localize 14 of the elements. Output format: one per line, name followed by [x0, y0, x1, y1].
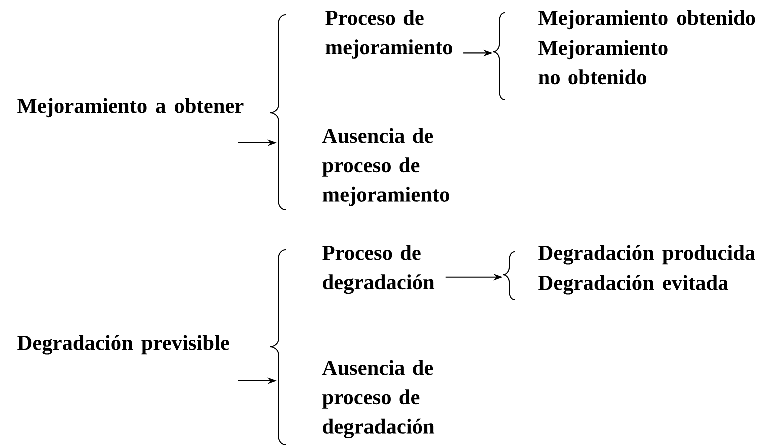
- text-label: Proceso de degradación: [322, 245, 435, 294]
- text-label: Mejoramiento a obtener: [18, 98, 244, 118]
- curly-brace: [502, 251, 516, 301]
- text-label: Degradación evitada: [538, 275, 728, 295]
- text-label: Proceso de mejoramiento: [326, 10, 452, 59]
- text-label: Ausencia de proceso de mejoramiento: [322, 128, 450, 206]
- curly-brace: [492, 12, 506, 101]
- curly-brace: [269, 14, 286, 211]
- text-label: Degradación previsible: [18, 335, 230, 355]
- text-label: Degradación producida: [538, 245, 756, 265]
- curly-brace: [269, 249, 286, 445]
- text-label: Mejoramiento obtenido: [538, 10, 756, 30]
- text-label: Ausencia de proceso de degradación: [322, 360, 435, 438]
- text-label: Mejoramiento no obtenido: [538, 40, 668, 85]
